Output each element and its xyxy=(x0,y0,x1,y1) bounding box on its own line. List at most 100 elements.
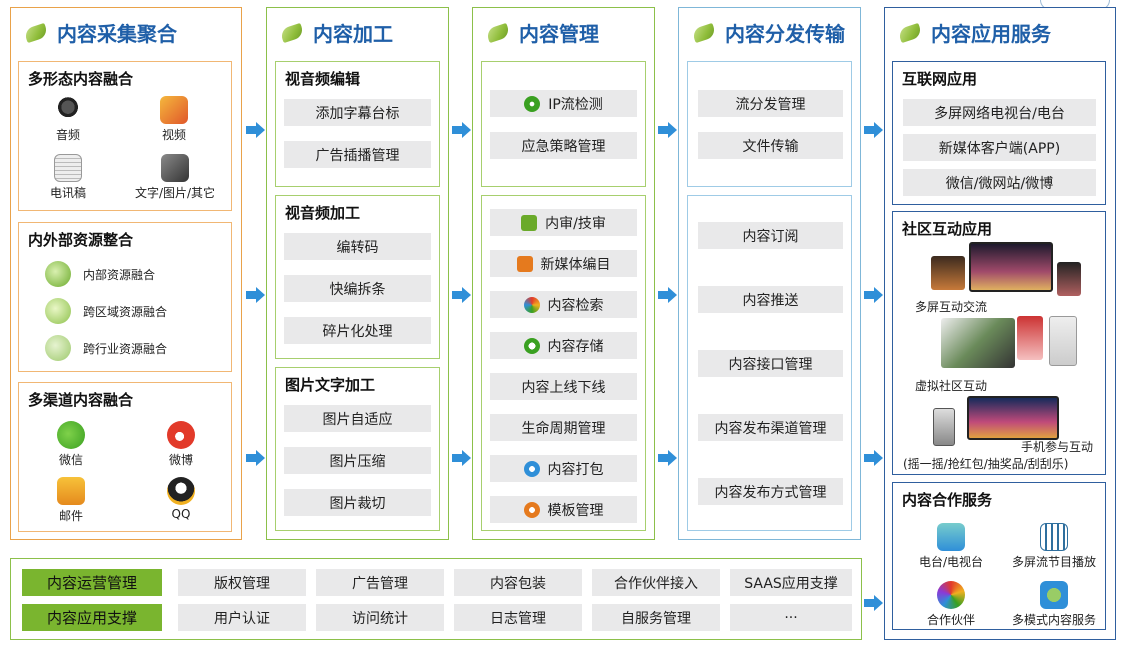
label-mobile-interaction: 手机参与互动 xyxy=(1021,440,1094,454)
qq-icon xyxy=(167,477,195,505)
box-image-adaptive[interactable]: 图片自适应 xyxy=(284,405,431,432)
panel-av-editing: 视音频编辑 添加字幕台标 广告插播管理 xyxy=(275,61,440,187)
column-title: 内容应用服务 xyxy=(897,18,1051,47)
item-radio-tv[interactable]: 电台/电视台 xyxy=(911,523,991,570)
box-log-management[interactable]: 日志管理 xyxy=(454,604,582,631)
phone-screen-image xyxy=(1017,316,1043,360)
box-self-service[interactable]: 自服务管理 xyxy=(592,604,720,631)
tv-screen-image xyxy=(969,242,1053,292)
leaf-icon xyxy=(485,22,511,43)
box-more[interactable]: ··· xyxy=(730,604,852,631)
box-transcoding[interactable]: 编转码 xyxy=(284,233,431,260)
item-wechat[interactable]: 微信 xyxy=(49,421,93,468)
box-multiscreen-tv[interactable]: 多屏网络电视台/电台 xyxy=(903,99,1096,126)
panel-title: 内容合作服务 xyxy=(902,491,993,509)
service-icon xyxy=(1040,581,1068,609)
mail-icon xyxy=(57,477,85,505)
phone-hand-image xyxy=(933,408,955,446)
box-template[interactable]: 模板管理 xyxy=(490,496,637,523)
item-cross-region-resources[interactable]: 跨区域资源融合 xyxy=(45,298,167,324)
panel-multi-format: 多形态内容融合 音频 视频 电讯稿 文字/图片/其它 xyxy=(18,61,232,211)
leaf-icon xyxy=(897,22,923,43)
column-content-distribution: 内容分发传输 流分发管理 文件传输 内容订阅 内容推送 内容接口管理 内容发布渠… xyxy=(678,7,861,540)
box-fragmentation[interactable]: 碎片化处理 xyxy=(284,317,431,344)
panel-title: 互联网应用 xyxy=(902,70,978,88)
panel-image-text: 图片文字加工 图片自适应 图片压缩 图片裁切 xyxy=(275,367,440,531)
box-app-client[interactable]: 新媒体客户端(APP) xyxy=(903,134,1096,161)
tv-screen-image xyxy=(967,396,1059,440)
item-weibo[interactable]: 微博 xyxy=(159,421,203,468)
column-title: 内容加工 xyxy=(279,18,393,47)
item-audio[interactable]: 音频 xyxy=(43,96,93,143)
panel-multi-channel: 多渠道内容融合 微信 微博 邮件 QQ xyxy=(18,382,232,532)
column-content-application: 内容应用服务 互联网应用 多屏网络电视台/电台 新媒体客户端(APP) 微信/微… xyxy=(884,7,1116,640)
box-image-crop[interactable]: 图片裁切 xyxy=(284,489,431,516)
box-copyright[interactable]: 版权管理 xyxy=(178,569,306,596)
box-ip-stream-detection[interactable]: IP流检测 xyxy=(490,90,637,117)
video-icon xyxy=(160,96,188,124)
item-video[interactable]: 视频 xyxy=(149,96,199,143)
box-cataloging[interactable]: 新媒体编目 xyxy=(490,250,637,277)
box-packaging[interactable]: 内容打包 xyxy=(490,455,637,482)
review-icon xyxy=(521,214,538,231)
item-internal-resources[interactable]: 内部资源融合 xyxy=(45,261,155,287)
box-storage[interactable]: 内容存储 xyxy=(490,332,637,359)
search-icon xyxy=(523,296,540,313)
box-partner-access[interactable]: 合作伙伴接入 xyxy=(592,569,720,596)
box-add-subtitle-logo[interactable]: 添加字幕台标 xyxy=(284,99,431,126)
label-multiscreen-interaction: 多屏互动交流 xyxy=(915,300,988,314)
box-channel-management[interactable]: 内容发布渠道管理 xyxy=(698,414,843,441)
panel-title: 社区互动应用 xyxy=(902,220,993,238)
panel-content-cooperation: 内容合作服务 电台/电视台 多屏流节目播放 合作伙伴 多模式内容服务 xyxy=(892,482,1106,630)
tv-icon xyxy=(937,523,965,551)
document-icon xyxy=(54,154,82,182)
box-subscription[interactable]: 内容订阅 xyxy=(698,222,843,249)
tv-screen-image xyxy=(931,256,965,290)
box-method-management[interactable]: 内容发布方式管理 xyxy=(698,478,843,505)
panel-title: 多形态内容融合 xyxy=(28,70,134,88)
box-saas-support[interactable]: SAAS应用支撑 xyxy=(730,569,852,596)
box-content-packaging[interactable]: 内容包装 xyxy=(454,569,582,596)
box-review[interactable]: 内审/技审 xyxy=(490,209,637,236)
box-stream-distribution[interactable]: 流分发管理 xyxy=(698,90,843,117)
item-email[interactable]: 邮件 xyxy=(49,477,93,524)
column-content-processing: 内容加工 视音频编辑 添加字幕台标 广告插播管理 视音频加工 编转码 快编拆条 … xyxy=(266,7,449,540)
box-access-stats[interactable]: 访问统计 xyxy=(316,604,444,631)
box-user-auth[interactable]: 用户认证 xyxy=(178,604,306,631)
box-ad-insertion[interactable]: 广告插播管理 xyxy=(284,141,431,168)
box-file-transfer[interactable]: 文件传输 xyxy=(698,132,843,159)
box-wechat-weibo[interactable]: 微信/微网站/微博 xyxy=(903,169,1096,196)
community-screens-image xyxy=(941,318,1015,368)
phone-screen-image xyxy=(1057,262,1081,296)
column-title: 内容管理 xyxy=(485,18,599,47)
headphones-icon xyxy=(54,96,82,124)
panel-title: 内外部资源整合 xyxy=(28,231,134,249)
box-search[interactable]: 内容检索 xyxy=(490,291,637,318)
column-title: 内容采集聚合 xyxy=(23,18,177,47)
box-emergency-strategy[interactable]: 应急策略管理 xyxy=(490,132,637,159)
item-text-image-other[interactable]: 文字/图片/其它 xyxy=(127,154,223,201)
skype-like-icon xyxy=(523,460,540,477)
item-multimode-service[interactable]: 多模式内容服务 xyxy=(1005,581,1103,628)
box-lifecycle[interactable]: 生命周期管理 xyxy=(490,414,637,441)
devices-icon xyxy=(1040,523,1068,551)
template-icon xyxy=(523,501,540,518)
box-image-compress[interactable]: 图片压缩 xyxy=(284,447,431,474)
box-online-offline[interactable]: 内容上线下线 xyxy=(490,373,637,400)
item-wire-copy[interactable]: 电讯稿 xyxy=(43,154,93,201)
cross-industry-icon xyxy=(45,335,71,361)
box-push[interactable]: 内容推送 xyxy=(698,286,843,313)
box-ad-management[interactable]: 广告管理 xyxy=(316,569,444,596)
panel-community-apps: 社区互动应用 多屏互动交流 虚拟社区互动 手机参与互动 (摇一摇/抢红包/抽奖品… xyxy=(892,211,1106,475)
item-partners[interactable]: 合作伙伴 xyxy=(911,581,991,628)
box-quick-clip[interactable]: 快编拆条 xyxy=(284,275,431,302)
box-interface-management[interactable]: 内容接口管理 xyxy=(698,350,843,377)
leaf-icon xyxy=(23,22,49,43)
item-qq[interactable]: QQ xyxy=(159,477,203,521)
item-multiscreen-playback[interactable]: 多屏流节目播放 xyxy=(1005,523,1103,570)
leaf-icon xyxy=(691,22,717,43)
label-interaction-types: (摇一摇/抢红包/抽奖品/刮刮乐) xyxy=(903,457,1069,471)
panel-title: 多渠道内容融合 xyxy=(28,391,134,409)
item-cross-industry-resources[interactable]: 跨行业资源融合 xyxy=(45,335,167,361)
